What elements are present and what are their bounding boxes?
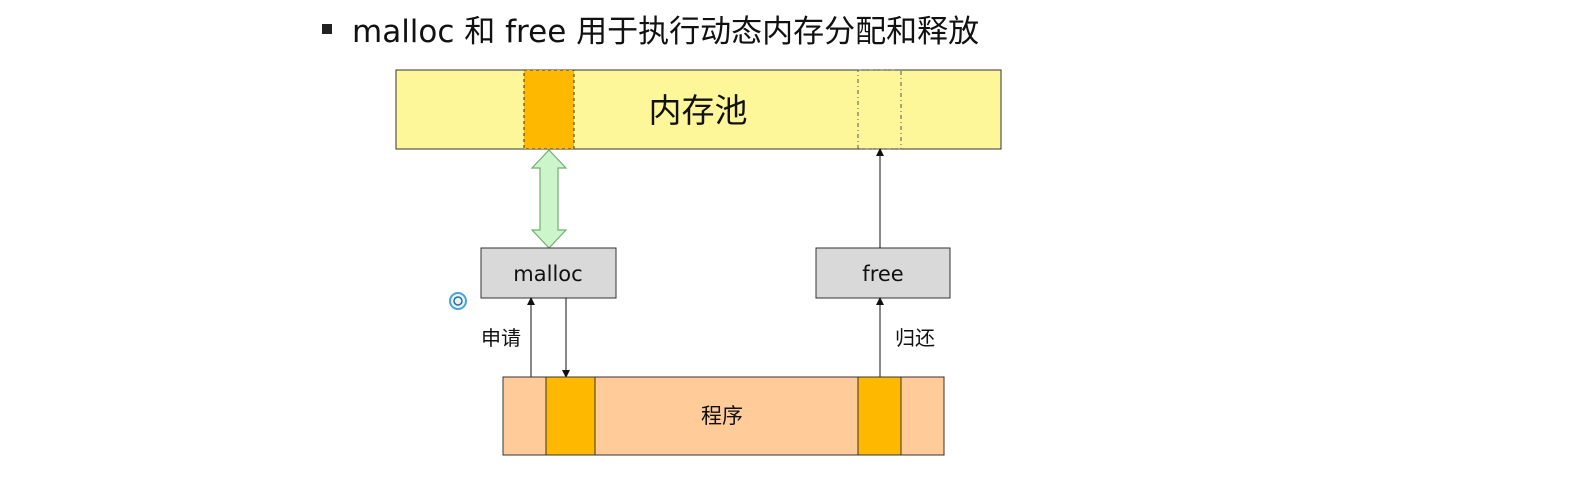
heading-bullet-line: malloc 和 free 用于执行动态内存分配和释放 xyxy=(322,6,979,50)
memory-pool-label: 内存池 xyxy=(649,91,748,130)
heading-text: malloc 和 free 用于执行动态内存分配和释放 xyxy=(352,13,980,50)
malloc-box xyxy=(480,247,617,299)
return-label: 归还 xyxy=(895,326,935,350)
free-label: free xyxy=(862,262,903,286)
cursor-ring-icon xyxy=(449,292,467,310)
memory-pool-box xyxy=(395,69,1002,150)
double-arrow-icon xyxy=(530,149,568,249)
program-returned-block xyxy=(857,376,902,456)
free-box xyxy=(815,247,951,299)
allocated-block xyxy=(523,69,575,150)
program-allocated-block xyxy=(545,376,596,456)
malloc-label: malloc xyxy=(513,262,582,286)
request-label: 申请 xyxy=(481,326,521,350)
program-label: 程序 xyxy=(701,404,743,428)
bullet-square-icon xyxy=(322,24,332,34)
